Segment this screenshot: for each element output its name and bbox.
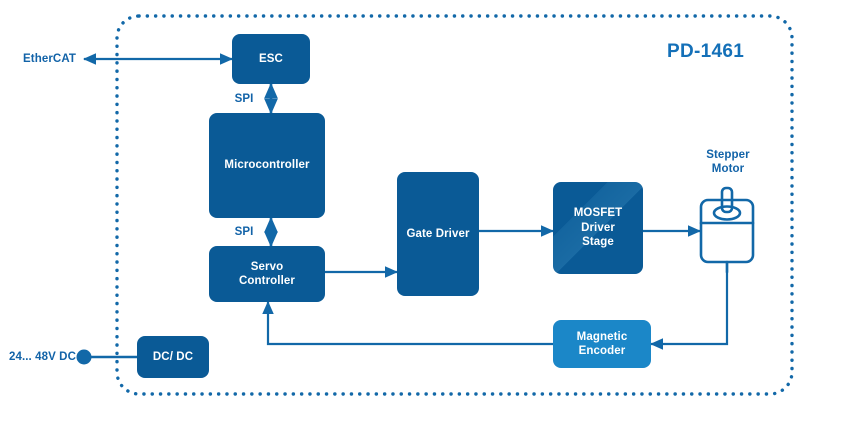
block-esc-label: ESC (259, 52, 283, 65)
block-servo-controller-label: Servo Controller (239, 260, 295, 287)
block-microcontroller-label: Microcontroller (224, 159, 310, 172)
wire-motor-encoder (649, 262, 729, 350)
block-gate-driver-label: Gate Driver (406, 227, 470, 240)
enclosure-title: PD-1461 (667, 41, 745, 62)
block-mosfet-driver-stage-label: MOSFET Driver Stage (573, 207, 623, 249)
label-spi-mcu-servo: SPI (234, 226, 254, 238)
block-microcontroller[interactable]: Microcontroller (209, 113, 325, 218)
label-stepper-motor: Stepper Motor (706, 149, 750, 176)
wire-encoder-servo (262, 300, 553, 346)
label-ethercat: EtherCAT (23, 53, 76, 65)
block-dc-dc-label: DC/ DC (152, 350, 194, 363)
block-dc-dc[interactable]: DC/ DC (137, 336, 209, 378)
block-servo-controller[interactable]: Servo Controller (209, 246, 325, 302)
block-magnetic-encoder[interactable]: Magnetic Encoder (553, 320, 651, 368)
block-magnetic-encoder-label: Magnetic Encoder (576, 330, 628, 357)
block-mosfet-driver-stage[interactable]: MOSFET Driver Stage (553, 182, 643, 274)
power-connector-dot (76, 349, 92, 365)
enclosure-boundary (115, 14, 794, 396)
label-power-input: 24... 48V DC (8, 351, 76, 363)
label-spi-esc-mcu: SPI (234, 93, 254, 105)
block-gate-driver[interactable]: Gate Driver (397, 172, 479, 296)
stepper-motor-icon (699, 186, 755, 274)
block-esc[interactable]: ESC (232, 34, 310, 84)
